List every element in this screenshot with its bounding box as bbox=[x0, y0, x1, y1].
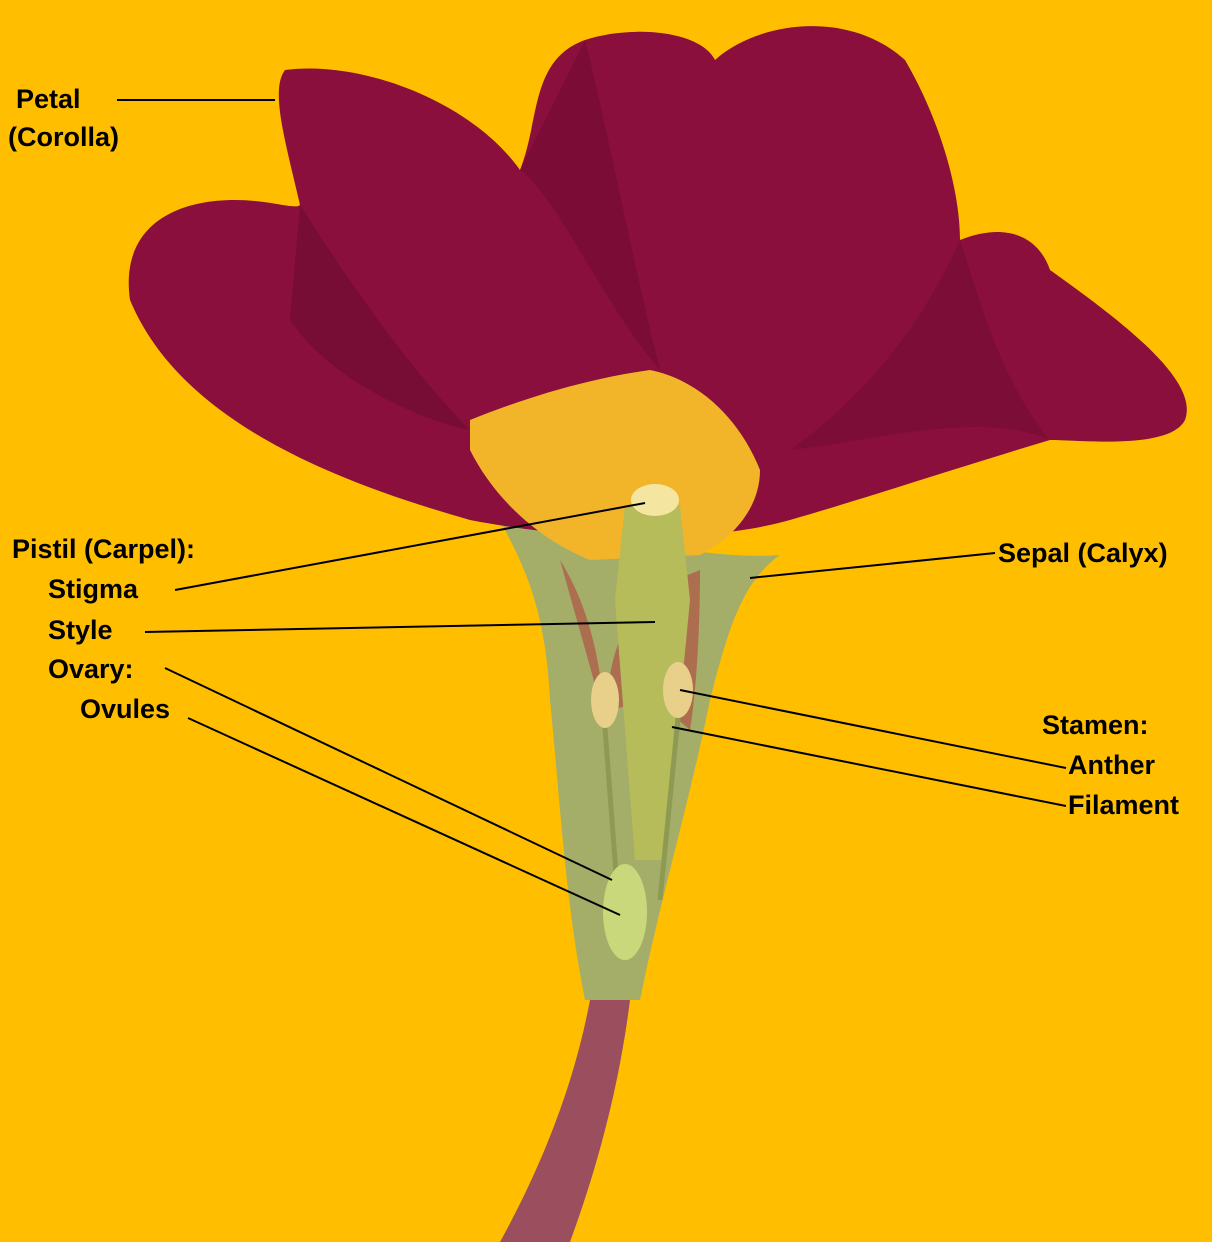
anther-right bbox=[663, 662, 693, 718]
label-style: Style bbox=[48, 617, 113, 644]
leader-sepal bbox=[750, 553, 995, 578]
label-pistil: Pistil (Carpel): bbox=[12, 536, 195, 563]
anther-left bbox=[591, 672, 619, 728]
stigma bbox=[631, 484, 679, 516]
leader-filament bbox=[672, 727, 1066, 806]
label-petal: Petal bbox=[16, 86, 81, 113]
label-ovary: Ovary: bbox=[48, 656, 134, 683]
stem bbox=[500, 1000, 630, 1242]
label-stigma: Stigma bbox=[48, 576, 138, 603]
label-ovules: Ovules bbox=[80, 696, 170, 723]
label-corolla: (Corolla) bbox=[8, 124, 119, 151]
label-filament: Filament bbox=[1068, 792, 1179, 819]
leader-anther bbox=[680, 690, 1066, 768]
label-stamen: Stamen: bbox=[1042, 712, 1149, 739]
label-anther: Anther bbox=[1068, 752, 1155, 779]
label-sepal: Sepal (Calyx) bbox=[998, 540, 1168, 567]
leader-ovary bbox=[165, 668, 612, 880]
